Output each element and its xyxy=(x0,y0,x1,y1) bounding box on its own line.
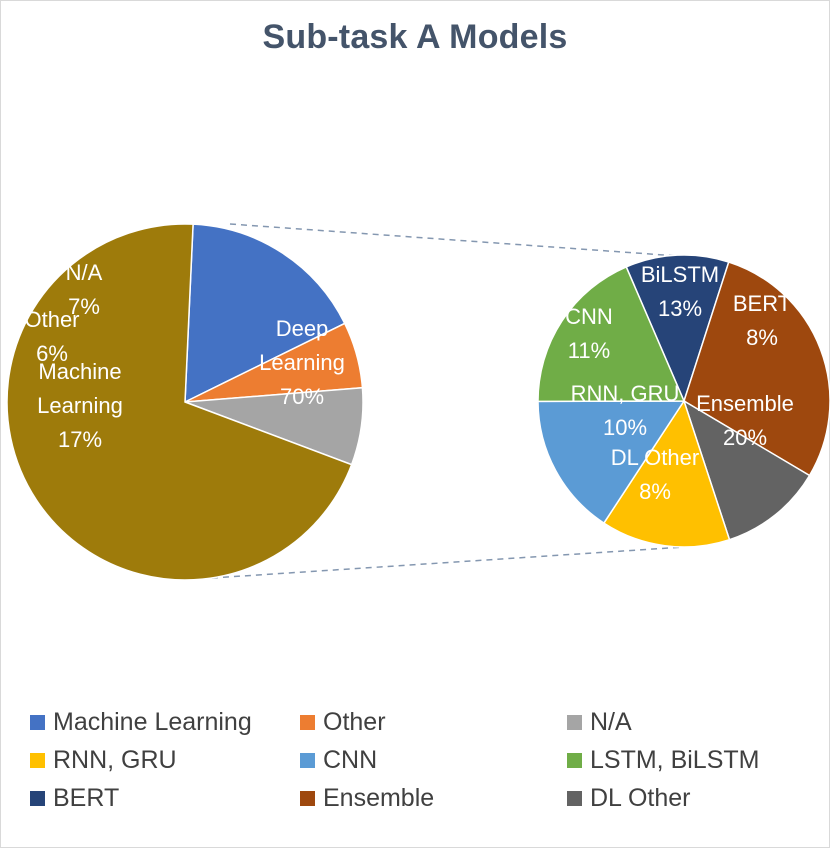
connector-bottom xyxy=(211,546,685,579)
legend-label: Ensemble xyxy=(323,783,435,812)
legend-item: BERT xyxy=(30,782,119,814)
legend-swatch xyxy=(30,790,45,806)
legend-label: N/A xyxy=(590,707,632,736)
legend-item: Machine Learning xyxy=(30,706,252,738)
pie-slice-rnn xyxy=(602,399,731,548)
connector-lines xyxy=(211,223,693,579)
pie-slice-dl xyxy=(6,223,353,581)
legend-label: LSTM, BiLSTM xyxy=(590,745,760,774)
legend-label: DL Other xyxy=(590,783,691,812)
pie-slice-ml xyxy=(184,223,346,404)
legend-item: DL Other xyxy=(567,782,691,814)
legend-swatch xyxy=(567,790,582,806)
pie-slice-bert xyxy=(625,254,730,404)
pie-slice-cnn xyxy=(537,400,686,525)
legend-item: CNN xyxy=(300,744,377,776)
legend-item: Ensemble xyxy=(300,782,434,814)
pie-slice-dlother xyxy=(682,399,811,541)
chart-title: Sub-task A Models xyxy=(262,18,568,56)
legend-swatch xyxy=(300,790,315,806)
legend-label: Machine Learning xyxy=(53,707,252,736)
legend-swatch xyxy=(300,714,315,730)
legend-label: RNN, GRU xyxy=(53,745,177,774)
legend-label: BERT xyxy=(53,783,120,812)
legend-item: Other xyxy=(300,706,386,738)
legend-swatch xyxy=(567,752,582,768)
pie-slice-lstm xyxy=(537,265,686,403)
legend-item: RNN, GRU xyxy=(30,744,177,776)
legend-swatch xyxy=(30,714,45,730)
legend-swatch xyxy=(30,752,45,768)
legend-label: Other xyxy=(323,707,386,736)
legend-item: N/A xyxy=(567,706,632,738)
connector-top xyxy=(229,223,693,258)
legend-label: CNN xyxy=(323,745,378,774)
legend-swatch xyxy=(300,752,315,768)
legend-swatch xyxy=(567,714,582,730)
legend-item: LSTM, BiLSTM xyxy=(567,744,759,776)
